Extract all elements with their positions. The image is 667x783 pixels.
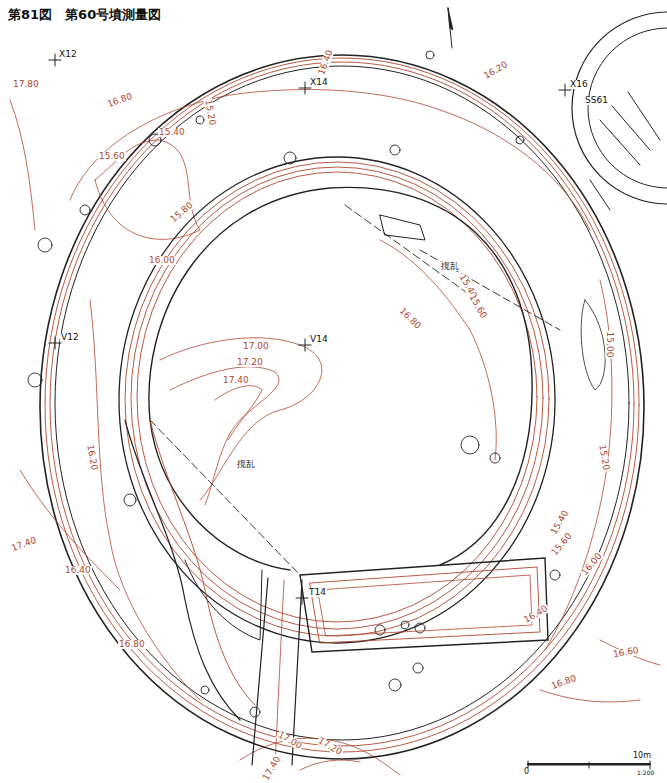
contour-value: 17.00 [276, 730, 305, 752]
contour-value: 15.40 [158, 128, 186, 137]
contour-value: 15.20 [597, 443, 611, 472]
scale-text: 0 [523, 768, 530, 776]
contour-value: 16.00 [148, 256, 176, 265]
contour-value: 16.80 [549, 674, 578, 692]
contour-value: 16.80 [397, 306, 423, 332]
grid-point: T14 [308, 588, 327, 597]
feature-number: SS61 [584, 96, 609, 105]
contour-value: 17.20 [236, 358, 264, 367]
contour-value: 15.60 [467, 292, 489, 321]
contour-value: 15.20 [203, 98, 217, 127]
grid-point: V12 [60, 333, 80, 342]
contour-value: 16.80 [105, 92, 134, 110]
disturbance-label: 撹乱 [440, 262, 460, 271]
figure-title: 第81図 第60号墳測量図 [8, 6, 161, 24]
grid-point: X12 [58, 50, 78, 59]
contour-value: 16.80 [118, 640, 146, 649]
contour-value: 17.40 [261, 754, 283, 783]
contour-value: 15.60 [98, 152, 126, 161]
contour-value: 16.20 [482, 60, 511, 82]
contour-value: 16.00 [580, 551, 605, 578]
contour-value: 17.40 [222, 376, 250, 385]
grid-point: V14 [309, 335, 329, 344]
scale-text: 1:200 [636, 770, 655, 776]
contour-value: 16.20 [85, 443, 99, 472]
grid-point: X14 [309, 78, 329, 87]
contour-value: 15.80 [168, 200, 195, 225]
scale-text: 10m [632, 752, 652, 760]
contour-value: 17.80 [12, 80, 40, 89]
contour-value: 17.00 [242, 342, 270, 351]
contour-value: 16.40 [522, 604, 551, 626]
contour-value: 15.00 [605, 331, 614, 359]
disturbance-label: 撹乱 [236, 460, 256, 469]
grid-point: X16 [569, 80, 589, 89]
contour-value: 17.40 [9, 536, 38, 554]
contour-value: 17.20 [316, 736, 345, 758]
contour-value: 16.40 [64, 566, 92, 575]
